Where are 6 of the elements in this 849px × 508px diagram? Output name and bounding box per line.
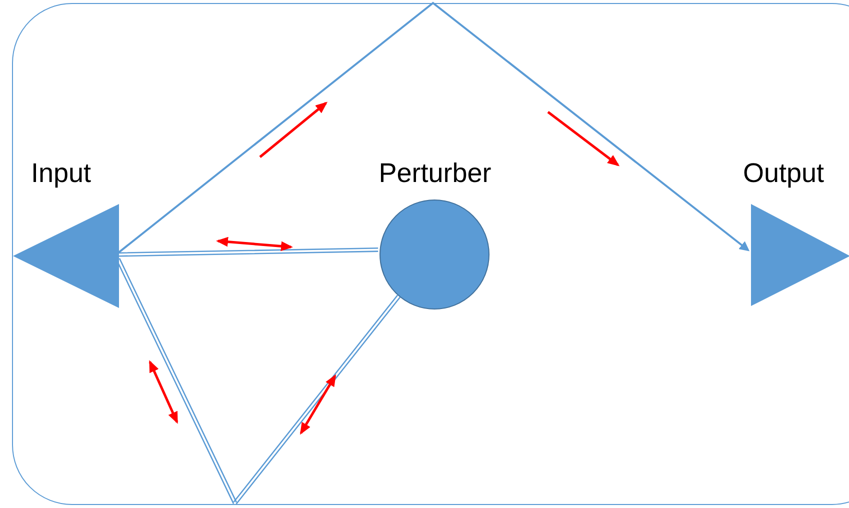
node-label: Output bbox=[743, 157, 824, 190]
connector-line bbox=[117, 2, 750, 254]
connector-line bbox=[117, 247, 379, 257]
rounded-frame bbox=[12, 3, 849, 505]
node-label: Perturber bbox=[378, 157, 492, 190]
node-label: Input bbox=[31, 157, 92, 190]
